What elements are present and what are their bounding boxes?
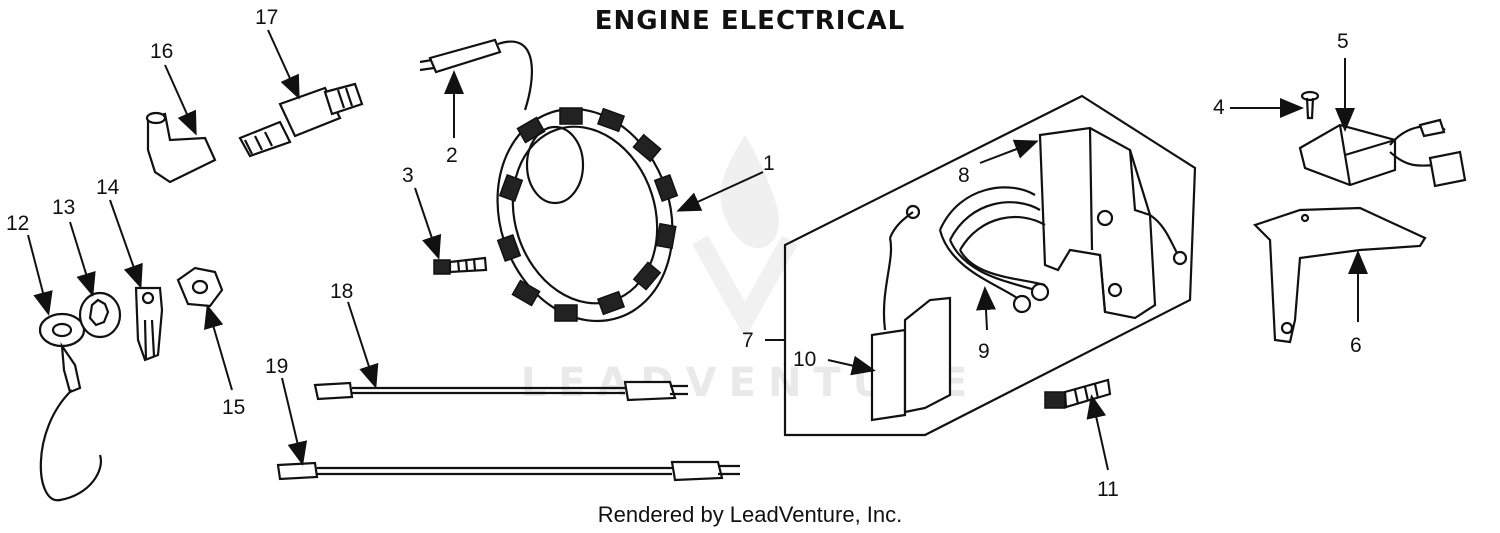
part-10-condenser: [870, 204, 952, 422]
part-5-rectifier: [1298, 118, 1467, 188]
footer-credit: Rendered by LeadVenture, Inc.: [597, 502, 903, 527]
callout-1: 1: [763, 152, 775, 175]
diagram-title: ENGINE ELECTRICAL: [594, 6, 906, 36]
part-14-terminal: [134, 286, 164, 362]
callout-14: 14: [96, 176, 120, 199]
callout-4: 4: [1213, 96, 1225, 119]
part-17-fitting: [238, 82, 364, 158]
callout-3: 3: [402, 164, 414, 187]
kit-7-outline: [783, 94, 1197, 437]
part-12-ground-lead: [38, 312, 103, 502]
part-6-bracket: [1252, 206, 1427, 344]
callout-10: 10: [793, 348, 816, 371]
part-1-stator: [496, 107, 679, 323]
callout-13: 13: [52, 196, 75, 219]
part-19-wire: [276, 460, 740, 482]
callout-7: 7: [742, 329, 754, 352]
callout-15: 15: [222, 396, 245, 419]
part-8-module: [1038, 126, 1188, 320]
callout-18: 18: [330, 280, 353, 303]
callout-16: 16: [150, 40, 173, 63]
callout-5: 5: [1337, 30, 1349, 53]
callout-2: 2: [446, 144, 458, 167]
callout-6: 6: [1350, 334, 1362, 357]
part-11-bolt: [1044, 378, 1112, 409]
part-18-wire: [313, 380, 688, 402]
part-2-connector: [419, 38, 533, 111]
part-4-screw: [1300, 90, 1320, 120]
watermark-logo-icon: [692, 135, 798, 339]
part-9-wires: [938, 186, 1050, 314]
part-13-lock-washer: [78, 291, 122, 339]
callout-17: 17: [255, 6, 278, 29]
callout-9: 9: [978, 340, 990, 363]
callout-19: 19: [265, 355, 288, 378]
callout-numbers: 1 2 3 4 5 6 7 8 9 10 11 12 13 14 15 16 1…: [6, 6, 1362, 501]
part-15-nut: [176, 266, 224, 308]
leader-lines: [27, 29, 1368, 471]
callout-11: 11: [1097, 478, 1119, 501]
part-16-elbow: [145, 111, 217, 184]
part-3-bolt: [433, 256, 488, 275]
callout-12: 12: [6, 212, 29, 235]
callout-8: 8: [958, 164, 970, 187]
